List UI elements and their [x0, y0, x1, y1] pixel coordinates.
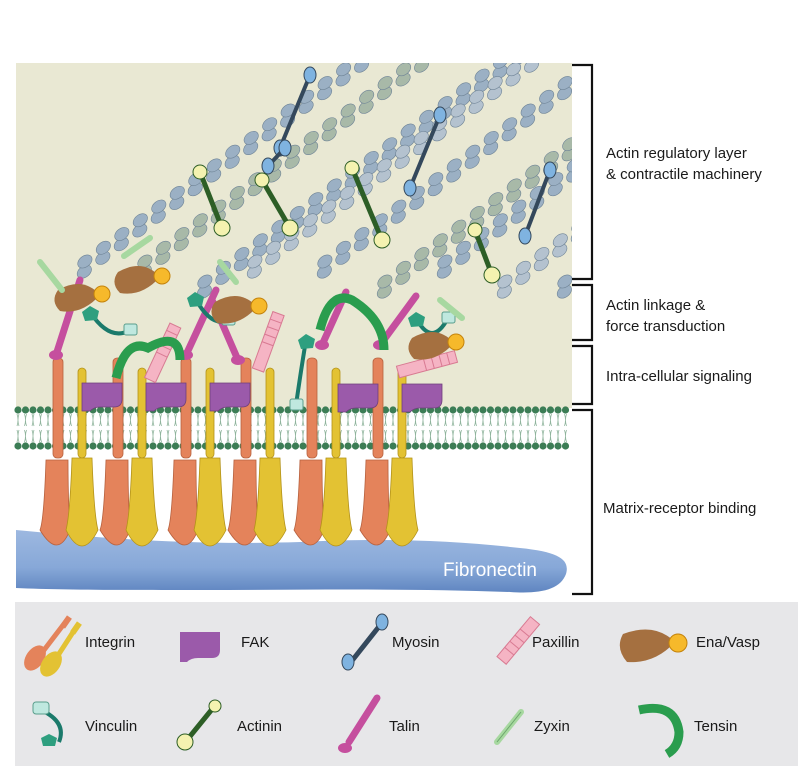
legend-label-myosin: Myosin: [392, 634, 440, 651]
actin-filament: [246, 63, 540, 279]
tensin-molecules: [111, 293, 389, 380]
ena-vasp-molecule: [211, 296, 268, 324]
legend-label-vinculin: Vinculin: [85, 718, 138, 735]
bracket-intracellular-signaling: [572, 344, 594, 406]
ena-vasp-icon: [619, 629, 688, 663]
ena-vasp-molecule: [408, 332, 465, 360]
actinin-molecules: [192, 160, 501, 284]
tensin-molecule: [315, 293, 389, 351]
fak-molecule: [81, 382, 123, 412]
fak-molecules: [81, 382, 443, 413]
label-actin-regulatory-line1: Actin regulatory layer: [606, 145, 747, 162]
integrin-receptor: [167, 357, 227, 547]
ena-vasp-molecule: [54, 284, 111, 312]
zyxin-icon: [494, 709, 524, 745]
tensin-molecule: [111, 336, 185, 380]
actinin-icon: [176, 699, 222, 751]
paxillin-icon: [496, 615, 541, 665]
legend-label-actinin: Actinin: [237, 718, 283, 735]
integrin-receptor: [293, 357, 353, 547]
paxillin-molecule: [395, 350, 459, 379]
myosin-icon: [341, 613, 389, 671]
label-actin-linkage-line1: Actin linkage &: [606, 297, 706, 314]
actinin-molecule: [344, 160, 391, 249]
legend-label-integrin: Integrin: [85, 634, 136, 651]
legend-label-fak: FAK: [241, 634, 270, 651]
label-actin-regulatory-line2: & contractile machinery: [606, 166, 762, 183]
vinculin-molecule: [289, 334, 315, 411]
integrin-receptors: [39, 357, 419, 547]
ena-vasp-molecule: [114, 266, 171, 294]
integrin-receptor: [227, 357, 287, 547]
myosin-molecule: [403, 106, 447, 197]
tensin-icon: [638, 703, 684, 758]
bracket-actin-regulatory: [572, 63, 594, 281]
actin-filament: [376, 137, 572, 299]
actin-filament: [316, 76, 572, 279]
bracket-actin-linkage: [572, 283, 594, 342]
fibronectin-label: Fibronectin: [443, 560, 537, 581]
fibronectin-substrate: [16, 530, 567, 593]
legend-label-zyxin: Zyxin: [534, 718, 570, 735]
integrin-receptor: [39, 357, 99, 547]
actinin-molecule: [192, 164, 231, 237]
fak-molecule: [337, 383, 379, 413]
vinculin-molecule: [82, 306, 138, 336]
legend-label-talin: Talin: [389, 718, 420, 735]
myosin-molecule: [261, 139, 292, 175]
legend-label-ena-vasp: Ena/Vasp: [696, 634, 760, 651]
cell-membrane: [14, 406, 570, 450]
vinculin-icon: [32, 701, 63, 746]
myosin-molecule: [518, 161, 557, 245]
zyxin-molecule: [37, 259, 65, 293]
ena-vasp-molecules: [54, 266, 465, 360]
fak-molecule: [209, 382, 251, 412]
actin-filament: [556, 274, 572, 299]
fak-molecule: [401, 383, 443, 413]
zyxin-molecule: [217, 259, 239, 285]
bracket-matrix-receptor: [572, 408, 594, 596]
actinin-molecule: [467, 222, 501, 284]
actin-filament: [496, 219, 572, 299]
fak-molecule: [145, 382, 187, 412]
legend-label-paxillin: Paxillin: [532, 634, 580, 651]
paxillin-molecule: [251, 310, 285, 373]
layer-brackets: [572, 63, 594, 596]
label-intracellular-signaling: Intra-cellular signaling: [606, 366, 752, 387]
label-matrix-receptor-line1: Matrix-receptor binding: [603, 500, 757, 517]
label-actin-regulatory: Actin regulatory layer & contractile mac…: [606, 143, 762, 185]
integrin-icon: [24, 615, 82, 677]
legend: Integrin FAK Myosin Paxillin Ena/Vasp Vi…: [15, 602, 798, 766]
myosin-molecules: [261, 66, 557, 245]
label-matrix-receptor: Matrix-receptor binding: [603, 498, 756, 519]
fak-icon: [180, 632, 220, 662]
legend-icons: [24, 613, 688, 758]
label-actin-linkage-line2: force transduction: [606, 318, 726, 335]
label-actin-linkage: Actin linkage & force transduction: [606, 295, 725, 337]
legend-label-tensin: Tensin: [694, 718, 738, 735]
zyxin-molecule: [437, 297, 465, 321]
zyxin-molecules: [37, 235, 465, 321]
integrin-receptor: [359, 357, 419, 547]
actinin-molecule: [254, 172, 299, 237]
zyxin-molecule: [121, 235, 153, 259]
label-intracellular-signaling-line1: Intra-cellular signaling: [606, 368, 752, 385]
actin-filament: [76, 63, 370, 279]
talin-icon: [338, 694, 381, 753]
